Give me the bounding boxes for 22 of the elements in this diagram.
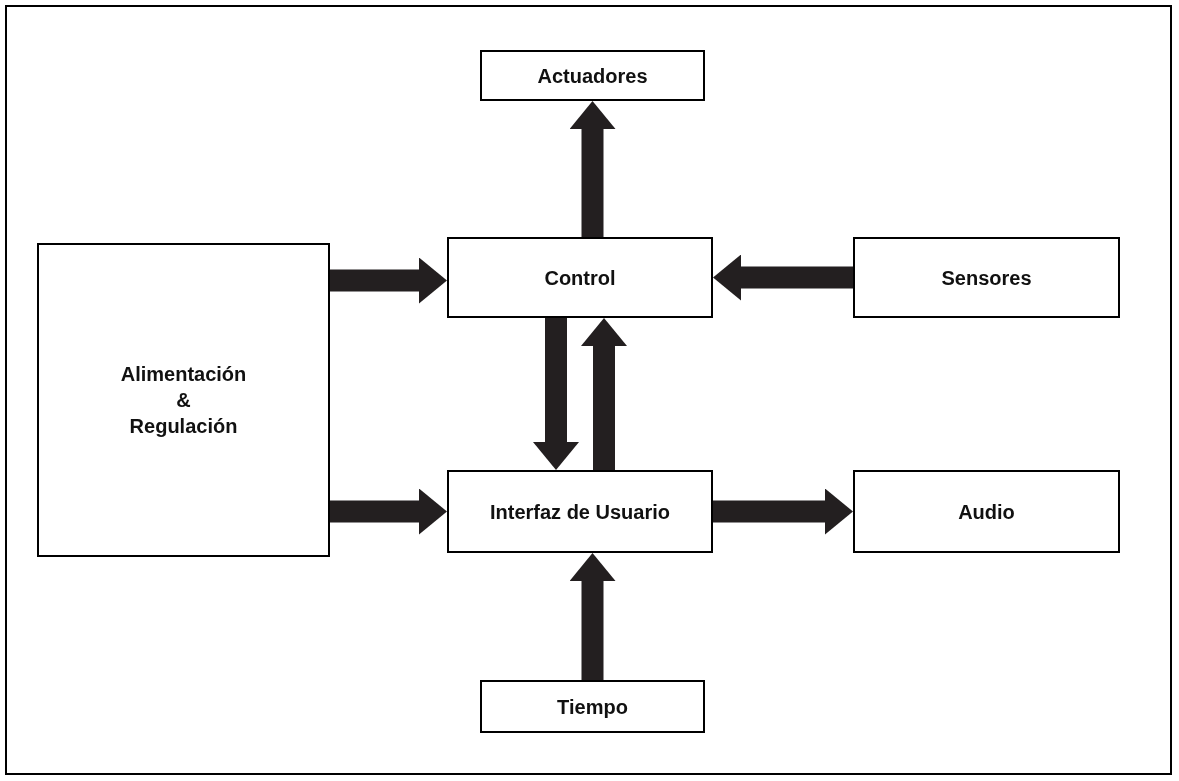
block-label: Alimentación & Regulación (119, 362, 248, 439)
block-arrow (713, 488, 853, 535)
block-box (853, 470, 1120, 553)
block-arrow (533, 318, 579, 470)
block-label: Tiempo (557, 694, 628, 720)
block-box (853, 237, 1120, 318)
block-box (37, 243, 330, 557)
block-arrow (330, 257, 447, 304)
block-label: Audio (958, 499, 1015, 525)
block-arrow (581, 318, 627, 470)
block-label: Control (544, 265, 616, 291)
block-label: Actuadores (537, 63, 648, 89)
block-box (480, 50, 705, 101)
block-arrow (713, 254, 853, 301)
block-arrow (330, 488, 447, 535)
block-box (447, 470, 713, 553)
block-arrow (569, 101, 616, 237)
block-box (480, 680, 705, 733)
block-arrow (569, 553, 616, 680)
block-label: Sensores (941, 265, 1032, 291)
block-label: Interfaz de Usuario (489, 499, 670, 525)
block-box (447, 237, 713, 318)
